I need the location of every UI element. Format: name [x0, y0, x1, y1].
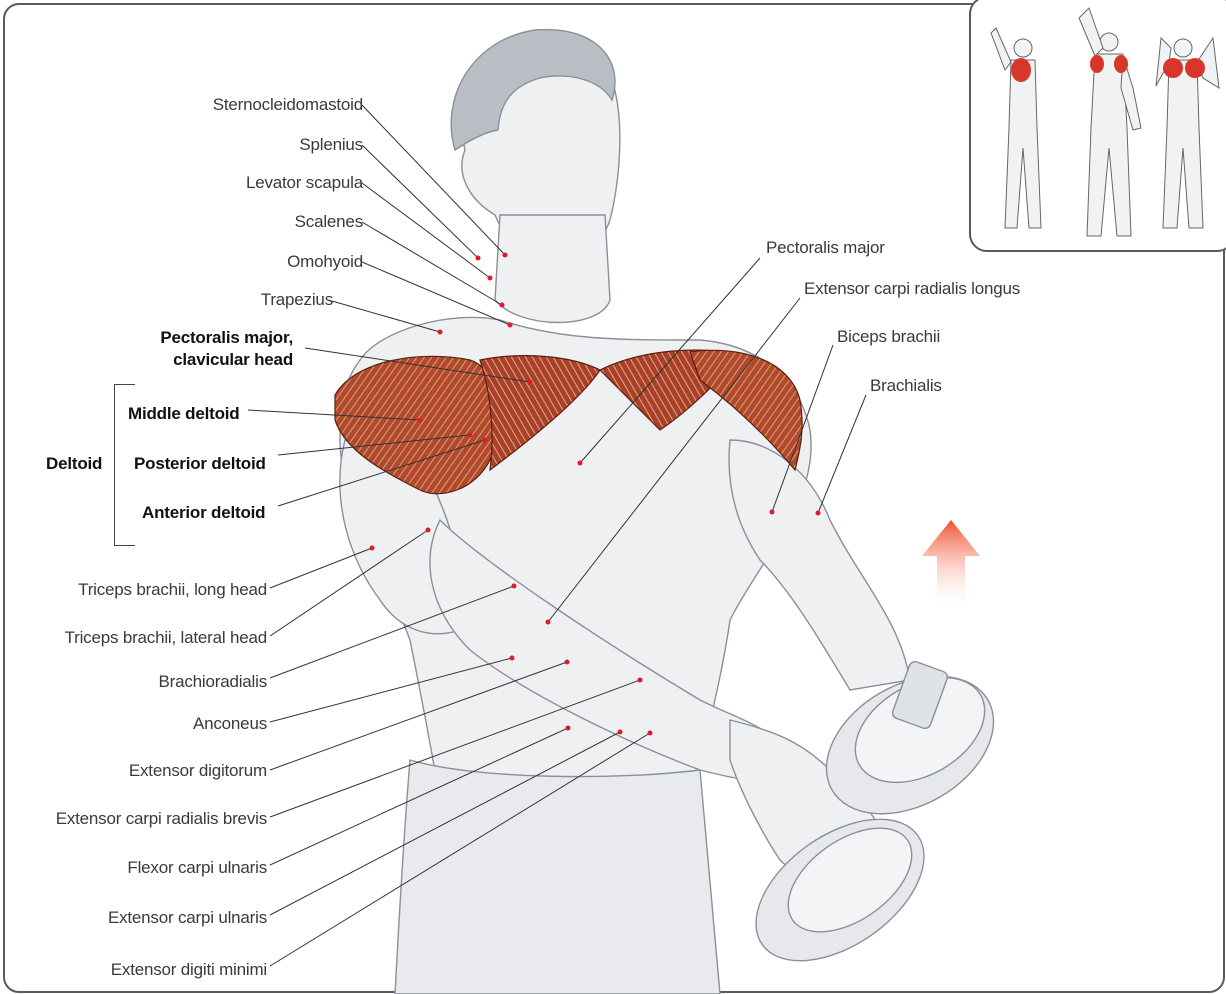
- label-pectoralis-clavicular-2: clavicular head: [173, 350, 293, 370]
- label-middle-deltoid: Middle deltoid: [128, 404, 239, 424]
- label-extensor-carpi-ulnaris: Extensor carpi ulnaris: [108, 908, 267, 928]
- label-levator-scapula: Levator scapula: [246, 173, 363, 193]
- label-biceps-brachii: Biceps brachii: [837, 327, 940, 347]
- label-extensor-carpi-radialis-longus: Extensor carpi radialis longus: [804, 279, 1020, 299]
- label-scalenes: Scalenes: [295, 212, 363, 232]
- label-sternocleidomastoid: Sternocleidomastoid: [213, 95, 363, 115]
- label-triceps-long: Triceps brachii, long head: [78, 580, 267, 600]
- label-flexor-carpi-ulnaris: Flexor carpi ulnaris: [127, 858, 267, 878]
- muscle-map-inset: [969, 0, 1226, 252]
- label-triceps-lateral: Triceps brachii, lateral head: [65, 628, 267, 648]
- label-pectoralis-clavicular-1: Pectoralis major,: [160, 328, 293, 348]
- pants: [395, 760, 720, 994]
- neck: [495, 215, 610, 323]
- label-trapezius: Trapezius: [261, 290, 333, 310]
- label-extensor-carpi-radialis-brevis: Extensor carpi radialis brevis: [56, 809, 267, 829]
- label-deltoid-group: Deltoid: [46, 454, 102, 474]
- label-pectoralis-major: Pectoralis major: [766, 238, 885, 258]
- label-splenius: Splenius: [299, 135, 363, 155]
- label-anconeus: Anconeus: [193, 714, 267, 734]
- body-figure: [340, 30, 1018, 994]
- up-arrow-icon: [922, 520, 980, 605]
- label-posterior-deltoid: Posterior deltoid: [134, 454, 266, 474]
- label-brachialis: Brachialis: [870, 376, 942, 396]
- label-extensor-digitorum: Extensor digitorum: [129, 761, 267, 781]
- label-anterior-deltoid: Anterior deltoid: [142, 503, 265, 523]
- label-omohyoid: Omohyoid: [287, 252, 363, 272]
- label-brachioradialis: Brachioradialis: [159, 672, 268, 692]
- body-inset-figures: [971, 0, 1226, 250]
- label-extensor-digiti-minimi: Extensor digiti minimi: [111, 960, 267, 980]
